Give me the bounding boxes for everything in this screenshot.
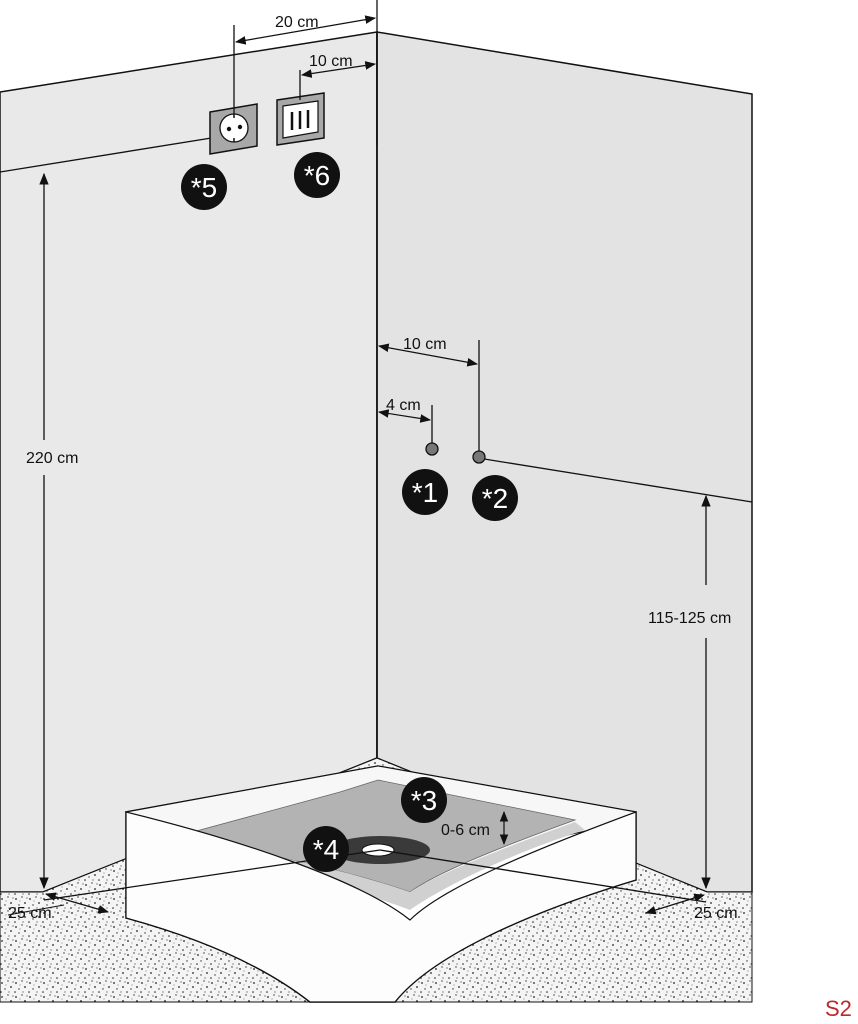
dimension-label-220cm: 220 cm [26,450,78,467]
drain-line-right [379,849,707,903]
right-wall-pipe-line [477,457,753,503]
page-label: S2 [825,996,852,1021]
dimension-label-115-125cm: 115-125 cm [648,610,731,627]
dimension-label-0-6cm: 0-6 cm [441,822,490,839]
dimension-10cm-pipe: 10 cm [377,336,480,452]
walls [0,31,753,893]
dimension-10cm-top: 10 cm [299,53,377,100]
pipe-connection-icon [472,450,486,464]
marker-6: *6 [294,152,340,198]
marker-4: *4 [303,826,349,872]
dimension-4cm-pipe: 4 cm [377,397,433,444]
marker-1-label: *1 [412,477,438,508]
power-socket-icon [209,103,258,155]
shower-tray [124,765,637,1003]
dimension-label-25cm-left: 25 cm [8,905,52,922]
marker-2: *2 [472,475,518,521]
dimension-0-6cm: 0-6 cm [441,810,509,846]
dimension-label-10cm-top: 10 cm [309,53,353,70]
marker-5: *5 [181,164,227,210]
dimension-label-10cm-pipe: 10 cm [403,336,447,353]
marker-6-label: *6 [304,160,330,191]
tray-front-face [125,811,637,1003]
marker-3: *3 [401,777,447,823]
right-wall [376,31,753,893]
dimension-115-125cm: 115-125 cm [648,494,731,890]
dimension-label-20cm: 20 cm [275,14,319,31]
marker-1: *1 [402,469,448,515]
dimension-25cm-right: 25 cm [644,893,738,922]
dimension-20cm: 20 cm [233,0,378,145]
dimension-label-25cm-right: 25 cm [694,905,738,922]
marker-5-label: *5 [191,172,217,203]
dimension-25cm-left: 25 cm [7,892,110,922]
marker-4-label: *4 [313,834,339,865]
marker-3-label: *3 [411,785,437,816]
switch-icon [276,92,325,146]
dimension-label-4cm-pipe: 4 cm [386,397,421,414]
marker-2-label: *2 [482,483,508,514]
pipe-connection-icon [425,442,439,456]
dimension-220cm: 220 cm [26,172,78,890]
